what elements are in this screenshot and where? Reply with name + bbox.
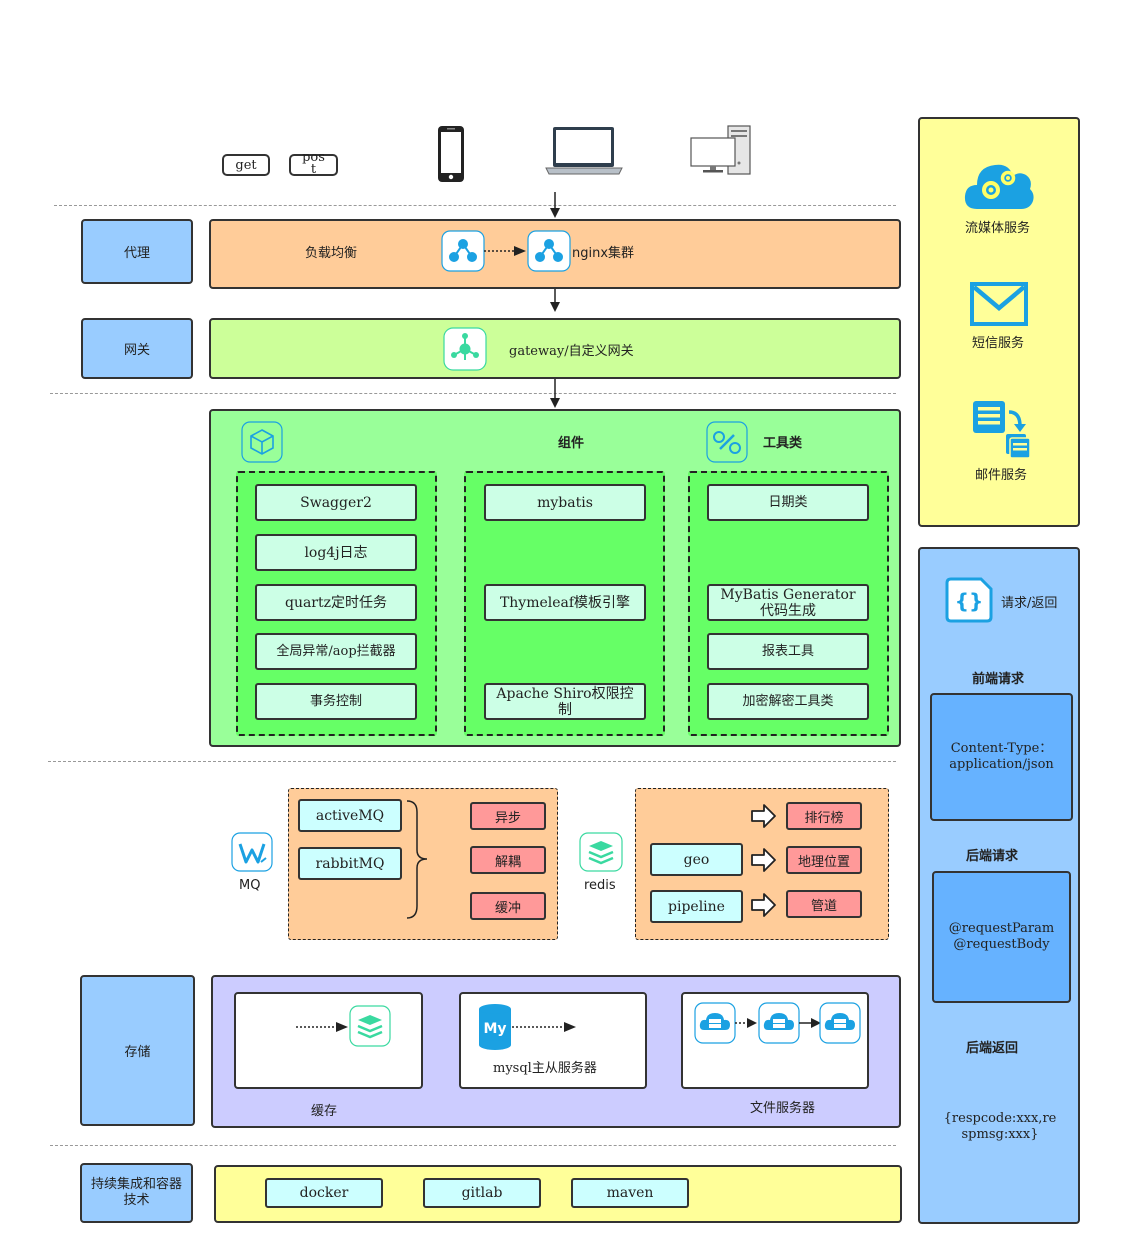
backend-return-content: {respcode:xxx,respmsg:xxx} [943, 1111, 1057, 1142]
desktop-icon [690, 125, 751, 175]
frontend-request-title: 前端请求 [972, 672, 1025, 687]
component-log4j: log4j日志 [255, 534, 417, 571]
phone-icon [438, 126, 464, 182]
tools-icon [706, 421, 748, 463]
arrow-clients-to-proxy [550, 192, 560, 218]
post-button[interactable]: pos t [289, 150, 338, 177]
mq-activemq: activeMQ [298, 799, 402, 832]
mail-icon [970, 282, 1028, 326]
redis-cache-icon [349, 1005, 391, 1047]
arrow-proxy-to-gateway [550, 288, 560, 312]
json-braces-icon: {} [945, 577, 993, 623]
redis-pipeline: pipeline [650, 890, 743, 923]
frontend-request-box: Content-Type：application/json [930, 693, 1073, 821]
nginx-cluster-icon [527, 230, 571, 272]
component-quartz: quartz定时任务 [255, 584, 417, 621]
redis-geo: geo [650, 843, 743, 876]
proxy-label-text: 代理 [123, 246, 150, 261]
separator-3 [48, 761, 896, 762]
ci-gitlab: gitlab [423, 1178, 541, 1208]
gateway-label-text: 网关 [123, 343, 150, 358]
cache-label: 缓存 [311, 1104, 338, 1119]
storage-label: 存储 [80, 975, 195, 1126]
backend-return-title: 后端返回 [966, 1041, 1019, 1056]
package-icon [241, 421, 283, 463]
ci-maven: maven [571, 1178, 689, 1208]
backend-request-content: @requestParam @requestBody [948, 921, 1055, 952]
cache-arrow [296, 1022, 348, 1032]
component-shiro: Apache Shiro权限控制 [484, 683, 646, 720]
component-swagger2: Swagger2 [255, 484, 417, 521]
component-exception-aop: 全局异常/aop拦截器 [255, 633, 417, 670]
cache-box [234, 992, 423, 1089]
gateway-icon [443, 327, 487, 371]
post-label: pos t [302, 150, 325, 177]
redis-tag-leaderboard: 排行榜 [786, 802, 862, 830]
tool-date: 日期类 [707, 484, 869, 521]
redis-tag-pipeline: 管道 [786, 890, 862, 918]
mysql-icon: My [479, 1004, 511, 1050]
api-title: 请求/返回 [1001, 596, 1058, 611]
mq-brace [406, 800, 428, 919]
separator-1 [54, 205, 896, 206]
load-balancer-icon [441, 230, 485, 272]
cloud-server-icon [819, 1002, 861, 1044]
tool-mybatis-generator: MyBatis Generator代码生成 [707, 584, 869, 621]
redis-label: redis [584, 878, 616, 893]
ci-label-text: 持续集成和容器技术 [90, 1177, 182, 1208]
cloud-server-icon [694, 1002, 736, 1044]
gateway-label: 网关 [81, 318, 193, 379]
component-transaction: 事务控制 [255, 683, 417, 720]
frontend-request-content: Content-Type：application/json [949, 741, 1054, 772]
streaming-service-label: 流媒体服务 [965, 221, 1031, 236]
components-title: 组件 [558, 436, 585, 451]
mysql-logo-text: My [483, 1021, 506, 1037]
mq-rabbitmq: rabbitMQ [298, 847, 402, 880]
get-label: get [235, 157, 257, 173]
cloud-gear-icon [964, 164, 1034, 209]
mysql-label: mysql主从服务器 [493, 1061, 597, 1076]
ci-label: 持续集成和容器技术 [80, 1163, 193, 1223]
email-transfer-icon [973, 401, 1031, 459]
separator-4 [50, 1145, 896, 1146]
load-balance-label: 负载均衡 [305, 246, 358, 261]
cloud-server-icon [758, 1002, 800, 1044]
tools-title: 工具类 [763, 436, 803, 451]
mq-icon [231, 832, 273, 872]
component-mybatis: mybatis [484, 484, 646, 521]
arrow-right-icon [751, 893, 776, 917]
mq-label: MQ [239, 878, 261, 893]
component-thymeleaf: Thymeleaf模板引擎 [484, 584, 646, 621]
ci-docker: docker [265, 1178, 383, 1208]
separator-2 [50, 393, 896, 394]
proxy-label: 代理 [81, 219, 193, 284]
redis-icon [579, 832, 623, 872]
gateway-bar [209, 318, 901, 379]
backend-request-title: 后端请求 [966, 849, 1019, 864]
laptop-icon [545, 127, 623, 175]
svg-text:{}: {} [955, 589, 983, 613]
arrow-gateway-to-components [550, 378, 560, 408]
file-arrow-2 [799, 1018, 821, 1028]
nginx-label: nginx集群 [572, 246, 635, 261]
mysql-arrow [512, 1022, 576, 1032]
email-service-label: 邮件服务 [975, 468, 1028, 483]
mq-tag-decouple: 解耦 [470, 846, 546, 874]
mq-tag-buffer: 缓冲 [470, 892, 546, 920]
lb-arrow [484, 246, 526, 256]
gateway-text: gateway/自定义网关 [509, 344, 634, 359]
file-arrow-1 [735, 1018, 757, 1028]
arrow-right-icon [751, 848, 776, 872]
backend-request-box: @requestParam @requestBody [932, 871, 1071, 1003]
get-button[interactable]: get [222, 154, 270, 176]
sms-service-label: 短信服务 [972, 336, 1025, 351]
tool-report: 报表工具 [707, 633, 869, 670]
arrow-right-icon [751, 804, 776, 828]
redis-tag-location: 地理位置 [786, 846, 862, 874]
mq-tag-async: 异步 [470, 802, 546, 830]
storage-label-text: 存储 [124, 1045, 151, 1060]
tool-crypto: 加密解密工具类 [707, 683, 869, 720]
file-server-label: 文件服务器 [750, 1101, 816, 1116]
